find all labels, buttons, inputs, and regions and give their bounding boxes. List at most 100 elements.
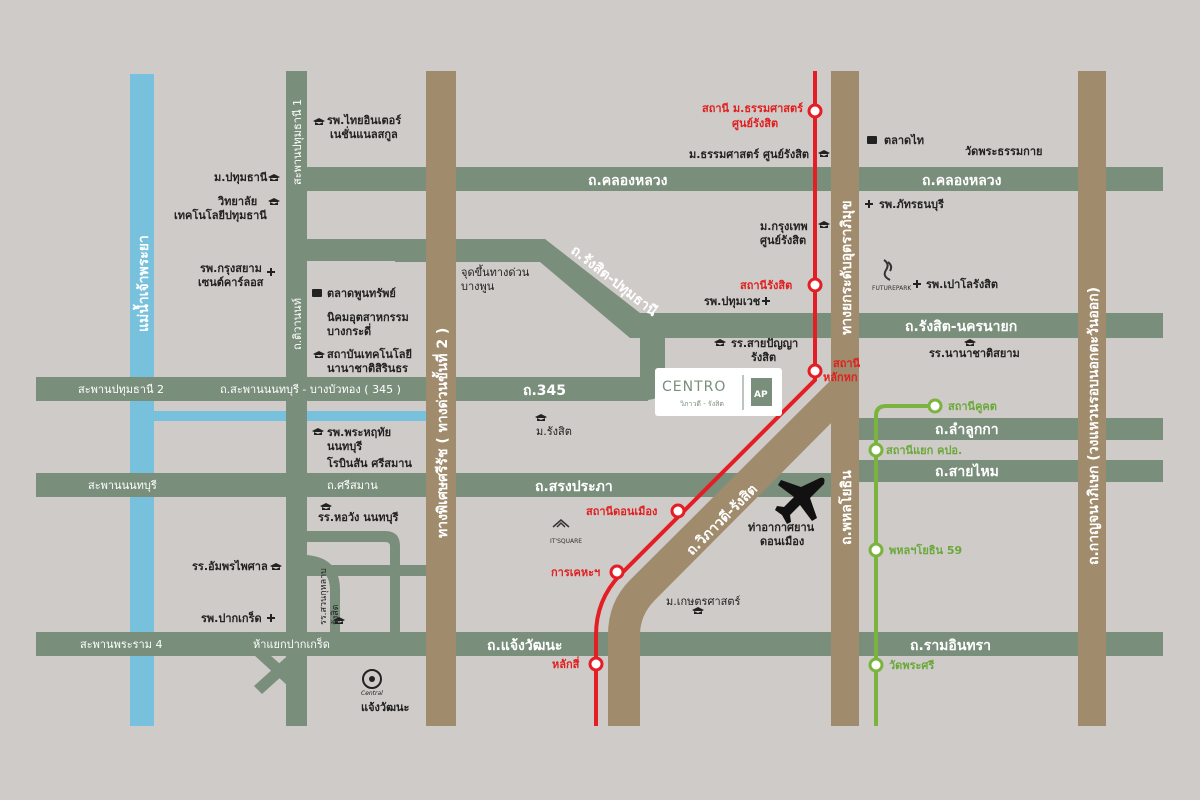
label-sirindhorn-2: นานาชาติสิรินธร bbox=[327, 362, 408, 375]
futurepark-logo-icon bbox=[883, 259, 893, 281]
label-central: แจ้งวัฒนะ bbox=[361, 701, 410, 714]
grad-cap-icon bbox=[692, 607, 704, 614]
station-phahon59-marker bbox=[868, 542, 884, 558]
label-station-lak-hok-2: หลักหก bbox=[823, 371, 858, 384]
station-kan-kheha-marker bbox=[609, 564, 625, 580]
label-airport-2: ดอนเมือง bbox=[760, 535, 804, 548]
label-khlong-luang: ถ.คลองหลวง bbox=[588, 173, 668, 189]
station-rangsit-marker bbox=[807, 277, 823, 293]
road-lam-luk-ka bbox=[858, 418, 1163, 440]
label-talat-thai: ตลาดไท bbox=[884, 133, 924, 147]
label-rangsit-nakhon-nayok: ถ.รังสิต-นครนายก bbox=[905, 319, 1017, 335]
grad-cap-icon bbox=[333, 617, 345, 624]
road-chaeng-watthana bbox=[36, 632, 1163, 656]
label-suan-kulap-1: รร.สวนกุหลาบ bbox=[319, 568, 329, 625]
itsquare-logo-icon bbox=[552, 519, 570, 528]
label-song-prapa: ถ.สรงประภา bbox=[535, 479, 613, 495]
label-sirindhorn-1: สถาบันเทคโนโลยี bbox=[327, 347, 412, 361]
green-line bbox=[874, 404, 935, 726]
label-amphon: รร.อัมพรไพศาล bbox=[192, 559, 268, 573]
grad-cap-icon bbox=[268, 174, 280, 181]
centro-sub: วิภาวดี - รังสิต bbox=[680, 400, 724, 408]
label-saipanya-2: รังสิต bbox=[751, 351, 776, 364]
station-lak-si-marker bbox=[588, 656, 604, 672]
label-station-khu-khot: สถานีคูคต bbox=[948, 400, 997, 414]
label-pathum-tech-2: เทคโนโลยีปทุมธานี bbox=[174, 208, 267, 223]
label-station-phahon59: พหลฯโยธิน 59 bbox=[889, 543, 962, 557]
grad-cap-icon bbox=[818, 150, 830, 157]
road-rangsit-pathum-upper bbox=[300, 239, 410, 261]
label-phahonyothin: ถ.พหลโยธิน bbox=[837, 470, 855, 545]
grad-cap-icon bbox=[313, 118, 325, 125]
road-pak-kret-diag2 bbox=[254, 648, 296, 686]
label-kasetsart: ม.เกษตรศาสตร์ bbox=[666, 595, 740, 608]
centro-logo: CENTRO วิภาวดี - รังสิต AP bbox=[655, 368, 782, 416]
label-pathum-uni: ม.ปทุมธานี bbox=[214, 171, 268, 185]
road-khlong-luang bbox=[288, 167, 1163, 191]
label-m-rangsit: ม.รังสิต bbox=[536, 425, 572, 438]
grad-cap-icon bbox=[270, 563, 282, 570]
grad-cap-icon bbox=[535, 414, 547, 421]
central-logo-icon: Central bbox=[361, 669, 383, 697]
label-phatharathon: รพ.ภัทรธนบุรี bbox=[879, 198, 944, 212]
label-paolo: รพ.เปาโลรังสิต bbox=[926, 277, 998, 291]
label-kanchanaphisek: ถ.กาญจนาภิเษก (วงแหวนรอบนอกตะวันออก) bbox=[1086, 287, 1102, 565]
label-thammasat-rangsit: ม.ธรรมศาสตร์ ศูนย์รังสิต bbox=[689, 148, 809, 162]
river-branch-2 bbox=[306, 411, 428, 421]
ap-text: AP bbox=[754, 390, 768, 400]
label-thai-inter-1: รพ.ไทยอินเตอร์ bbox=[327, 113, 401, 127]
label-station-thammasat-1: สถานี ม.ธรรมศาสตร์ bbox=[702, 102, 803, 115]
label-lam-luk-ka: ถ.ลำลูกกา bbox=[935, 422, 999, 438]
label-talat-phun: ตลาดพูนทรัพย์ bbox=[327, 287, 396, 301]
label-itsquare: IT'SQUARE bbox=[550, 538, 582, 545]
label-station-rangsit: สถานีรังสิต bbox=[740, 279, 792, 292]
station-thammasat-marker bbox=[807, 103, 823, 119]
label-bangkok-uni-1: ม.กรุงเทพ bbox=[760, 220, 808, 234]
label-bangkok-uni-2: ศูนย์รังสิต bbox=[760, 234, 806, 248]
station-wat-phra-sri-marker bbox=[868, 657, 884, 673]
label-srisaman: ถ.ศรีสมาน bbox=[327, 479, 378, 492]
label-nanachat-siam: รร.นานาชาติสยาม bbox=[929, 347, 1020, 360]
label-chaeng-watthana: ถ.แจ้งวัฒนะ bbox=[487, 638, 562, 654]
label-wat-thammakai: วัดพระธรรมกาย bbox=[965, 145, 1042, 158]
road-345 bbox=[36, 377, 648, 401]
road-kanchanaphisek bbox=[1078, 71, 1106, 726]
road-tiwanon bbox=[286, 71, 307, 726]
grad-cap-icon bbox=[818, 221, 830, 228]
label-saphan-pathum1: สะพานปทุมธานี 1 bbox=[291, 99, 304, 185]
market-icon bbox=[867, 136, 877, 144]
road-rangsit-pathum bbox=[395, 239, 1163, 338]
label-expressway-start-2: บางพูน bbox=[461, 280, 495, 293]
label-krungsiam-2: เซนต์คาร์ลอส bbox=[198, 276, 264, 289]
ap-badge bbox=[751, 378, 772, 406]
station-lak-hok-marker bbox=[807, 363, 823, 379]
label-saphan-rama4: สะพานพระราม 4 bbox=[80, 638, 162, 651]
centro-name: CENTRO bbox=[662, 379, 726, 395]
label-expressway: ทางพิเศษศรีรัช ( ทางด่วนขั้นที่ 2 ) bbox=[431, 328, 451, 538]
label-station-wat-phra-sri: วัดพระศรี bbox=[889, 659, 934, 672]
label-pathum-tech-1: วิทยาลัย bbox=[217, 195, 257, 208]
label-hayaek-pak-kret: ห้าแยกปากเกร็ด bbox=[253, 637, 330, 651]
label-krungsiam-1: รพ.กรุงสยาม bbox=[200, 262, 262, 276]
grad-cap-icon bbox=[964, 339, 976, 346]
label-station-don-mueang: สถานีดอนเมือง bbox=[586, 505, 657, 518]
grad-cap-icon bbox=[320, 503, 332, 510]
station-khu-khot-marker bbox=[927, 398, 943, 414]
grad-cap-icon bbox=[268, 198, 280, 205]
airplane-icon bbox=[775, 477, 825, 524]
label-nikhom-2: บางกระดี่ bbox=[327, 323, 371, 338]
label-ho-wang: รร.หอวัง นนทบุรี bbox=[318, 511, 399, 525]
label-saipanya-1: รร.สายปัญญา bbox=[731, 337, 798, 350]
hospital-cross-icon bbox=[267, 614, 275, 622]
grad-cap-icon bbox=[313, 351, 325, 358]
label-tiwanon: ถ.ติวานนท์ bbox=[291, 298, 304, 350]
label-suan-kulap-2: รังสิต bbox=[330, 604, 341, 625]
road-pak-kret-a bbox=[307, 531, 400, 632]
label-phra-2: นนทบุรี bbox=[327, 440, 362, 454]
road-pak-kret-c bbox=[307, 555, 340, 632]
label-station-lak-si: หลักสี่ bbox=[552, 656, 580, 671]
road-sai-mai bbox=[858, 460, 1163, 482]
label-robinson: โรบินสัน ศรีสมาน bbox=[326, 456, 412, 470]
label-airport-1: ท่าอากาศยาน bbox=[748, 521, 815, 534]
